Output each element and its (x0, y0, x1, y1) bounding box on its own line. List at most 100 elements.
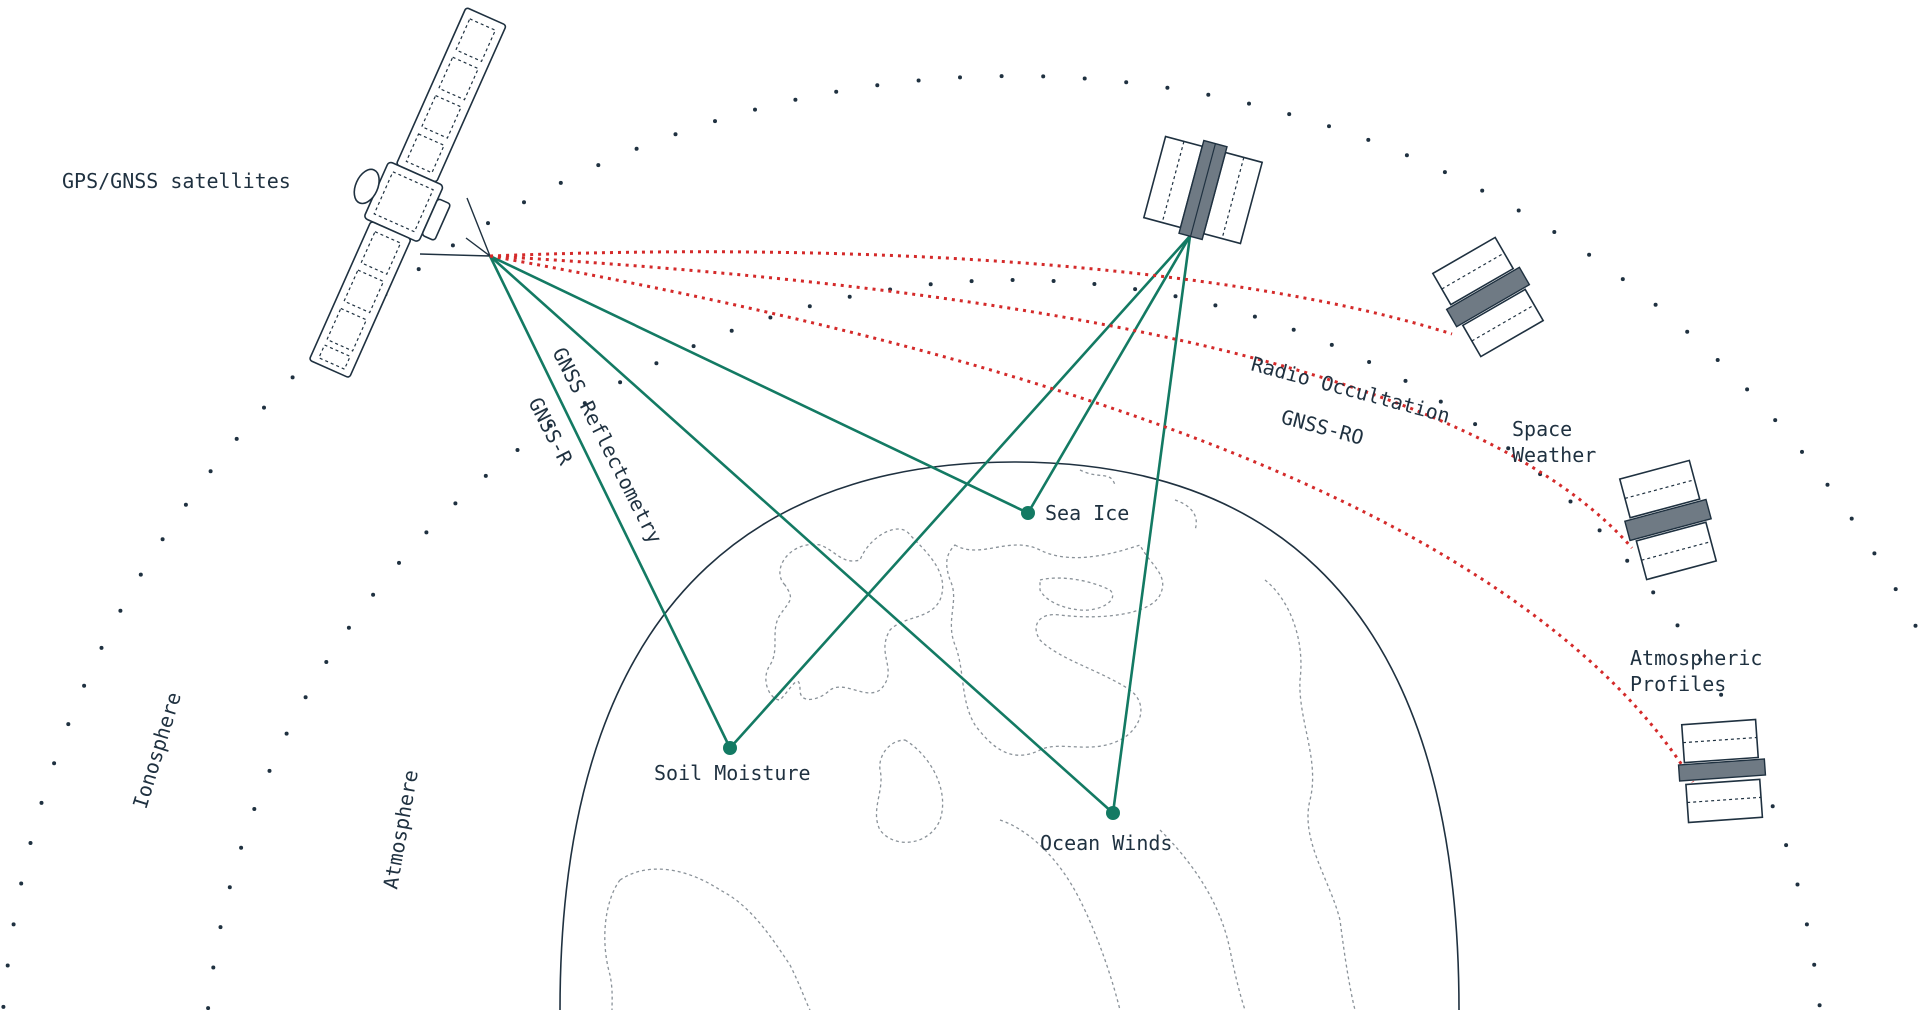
orbit-dot (1597, 528, 1602, 533)
orbit-dot (1587, 252, 1592, 257)
land-outline-india (999, 819, 1121, 1010)
orbit-dot (1403, 378, 1408, 383)
gnss-satellites-label: GPS/GNSS satellites (62, 169, 291, 193)
occultation-paths (489, 250, 1695, 783)
orbit-dot (1051, 279, 1056, 283)
radio-occultation-label: Radio Occultation (1249, 352, 1453, 428)
orbit-dot (1552, 230, 1557, 234)
orbit-dot (11, 922, 16, 927)
orbit-dot (634, 146, 639, 151)
orbit-dot (118, 608, 123, 613)
orbit-dot (424, 530, 429, 535)
orbit-dot (1872, 551, 1877, 556)
orbit-dot (324, 660, 329, 664)
orbit-dot (1715, 358, 1720, 362)
orbit-dot (1442, 170, 1447, 175)
orbit-dot (1, 1004, 6, 1009)
orbit-dot (522, 200, 526, 205)
land-outline-east (1264, 579, 1356, 1010)
orbit-dot (290, 375, 295, 380)
orbit-dot (416, 267, 421, 272)
reflect-path-seaice-to-leo (1026, 235, 1192, 514)
orbit-dot (1206, 92, 1211, 97)
orbit-dot (99, 645, 104, 650)
orbit-dot (1825, 482, 1830, 487)
orbit-dot (1480, 188, 1485, 193)
atmospheric-profiles-label-line1: Atmospheric (1630, 646, 1762, 670)
soil-moisture-label: Soil Moisture (654, 761, 811, 785)
orbit-dot (1082, 76, 1087, 81)
orbit-dot (1784, 843, 1789, 848)
land-outline-north-coast (1079, 469, 1197, 531)
orbit-dot (39, 800, 44, 805)
orbit-dot (227, 885, 232, 890)
space-weather-label-line2: Weather (1512, 443, 1596, 467)
atmosphere-dotted-arc (206, 278, 1822, 1010)
orbit-dot (1745, 387, 1750, 392)
orbit-dot (1367, 360, 1372, 364)
orbit-dot (768, 315, 773, 320)
orbit-dot (807, 304, 812, 309)
orbit-dot (1329, 342, 1334, 347)
occultation-satellite-3-icon (1677, 718, 1767, 824)
reflect-path-soil-to-leo (729, 235, 1191, 749)
orbit-dot (958, 75, 962, 80)
land-outlines (604, 469, 1356, 1010)
land-outline-mideast (875, 739, 944, 843)
sea-ice-point (1021, 506, 1035, 520)
orbit-dot (1327, 124, 1331, 129)
orbit-dot (1516, 208, 1521, 213)
orbit-dot (1252, 314, 1257, 319)
gnss-antenna-cone (419, 197, 491, 257)
atmosphere-label: Atmosphere (378, 768, 423, 891)
orbit-dot (1770, 804, 1775, 809)
orbit-dot (1685, 329, 1690, 334)
orbit-dot (1124, 80, 1129, 85)
orbit-dot (262, 405, 266, 410)
orbit-dot (303, 695, 308, 700)
orbit-dot (1506, 446, 1511, 451)
reflect-path-soil-to-satellite (488, 255, 732, 749)
orbit-dot (847, 294, 852, 299)
gnss-r-label: GNSS-R (524, 393, 579, 469)
orbit-dot (138, 572, 143, 577)
orbit-dot (1366, 137, 1371, 142)
land-outline-europe (765, 528, 944, 701)
orbit-dot (206, 1006, 211, 1010)
orbit-dot (346, 625, 351, 630)
ionosphere-dotted-arc (1, 74, 1918, 1009)
orbit-dot (969, 279, 974, 284)
orbit-dot (66, 722, 71, 727)
occultation-path-3 (489, 254, 1695, 783)
orbit-dot (19, 881, 24, 886)
orbit-dot (1568, 499, 1573, 504)
orbit-dot (5, 963, 10, 968)
orbit-dot (1165, 85, 1170, 90)
orbit-dot (239, 845, 244, 850)
orbit-dot (52, 761, 57, 766)
occultation-satellite-1-icon (1431, 236, 1545, 358)
land-outline-south-east (1159, 829, 1246, 1010)
orbit-dot (1651, 590, 1656, 595)
orbit-dot (1675, 623, 1680, 628)
orbit-dot (753, 107, 757, 112)
orbit-dot (1893, 587, 1898, 592)
land-outline-africa (604, 868, 811, 1010)
orbit-dot (82, 683, 87, 688)
leo-receiver-satellite-icon (1142, 135, 1264, 245)
gnss-satellite-icon (309, 7, 507, 378)
orbit-dot (928, 282, 933, 287)
reflect-path-ocean-to-satellite (489, 255, 1114, 814)
orbit-dot (834, 89, 839, 94)
land-outline-asia (946, 544, 1164, 756)
orbit-dot (1473, 422, 1478, 427)
orbit-dot (515, 448, 520, 452)
orbit-dot (1247, 101, 1251, 106)
orbit-dot (1620, 277, 1625, 282)
soil-moisture-point (723, 741, 737, 755)
orbit-dot (691, 344, 696, 349)
orbit-dot (1719, 692, 1724, 697)
orbit-dot (875, 83, 880, 88)
sea-ice-label: Sea Ice (1045, 501, 1129, 525)
